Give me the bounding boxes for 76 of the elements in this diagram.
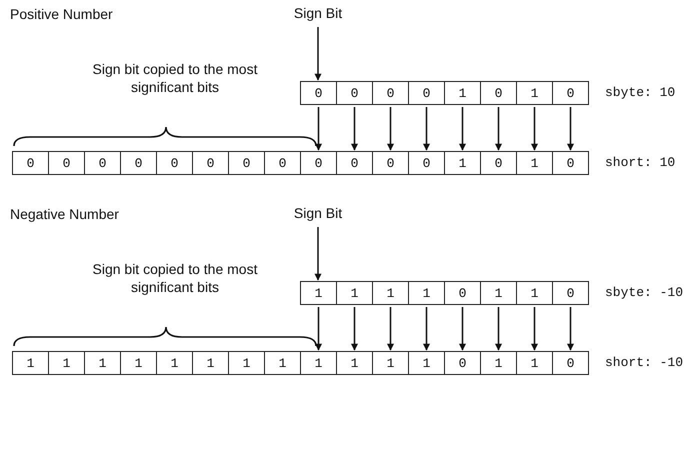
bit-cell: 1 bbox=[156, 351, 193, 375]
type-label: short: 10 bbox=[605, 155, 676, 172]
bit-cell: 0 bbox=[552, 281, 589, 305]
bit-cell: 0 bbox=[264, 151, 301, 175]
bit-cell: 0 bbox=[120, 151, 157, 175]
arrow bbox=[567, 307, 574, 351]
bit-cell: 0 bbox=[372, 151, 409, 175]
arrow bbox=[351, 307, 358, 351]
bit-cell: 1 bbox=[516, 351, 553, 375]
bit-cell: 1 bbox=[480, 281, 517, 305]
arrow bbox=[495, 307, 502, 351]
bit-cell: 1 bbox=[336, 351, 373, 375]
bit-cell: 0 bbox=[408, 81, 445, 105]
bit-cell: 1 bbox=[48, 351, 85, 375]
bit-cell: 0 bbox=[444, 281, 481, 305]
bit-cell: 1 bbox=[228, 351, 265, 375]
brace-note: Sign bit copied to the most significant bits bbox=[92, 260, 258, 296]
bit-cell: 0 bbox=[480, 151, 517, 175]
bit-cell: 1 bbox=[408, 351, 445, 375]
bit-cell: 0 bbox=[336, 151, 373, 175]
bit-cell: 1 bbox=[444, 81, 481, 105]
bit-cell: 1 bbox=[372, 351, 409, 375]
arrow bbox=[387, 307, 394, 351]
bit-cell: 0 bbox=[552, 151, 589, 175]
bit-cell: 0 bbox=[480, 81, 517, 105]
bit-cell: 1 bbox=[516, 151, 553, 175]
bit-cell: 0 bbox=[300, 81, 337, 105]
bit-cell: 1 bbox=[516, 281, 553, 305]
bit-cell: 0 bbox=[444, 351, 481, 375]
bit-cell: 0 bbox=[408, 151, 445, 175]
bit-cell: 1 bbox=[372, 281, 409, 305]
section-heading: Positive Number bbox=[10, 5, 114, 24]
arrow bbox=[423, 307, 430, 351]
bit-cell: 0 bbox=[300, 151, 337, 175]
arrow bbox=[531, 307, 538, 351]
bit-cell: 1 bbox=[192, 351, 229, 375]
brace-note: Sign bit copied to the most significant bits bbox=[92, 60, 258, 96]
type-label: short: -10 bbox=[605, 355, 684, 372]
bit-cell: 0 bbox=[84, 151, 121, 175]
bit-cell: 0 bbox=[192, 151, 229, 175]
bit-cell: 0 bbox=[552, 81, 589, 105]
bit-cell: 1 bbox=[300, 281, 337, 305]
type-label: sbyte: 10 bbox=[605, 85, 676, 102]
bit-cell: 0 bbox=[12, 151, 49, 175]
arrow bbox=[495, 107, 502, 151]
arrow bbox=[351, 107, 358, 151]
bit-cell: 1 bbox=[300, 351, 337, 375]
bit-cell: 1 bbox=[516, 81, 553, 105]
bit-cell: 1 bbox=[480, 351, 517, 375]
bit-cell: 0 bbox=[228, 151, 265, 175]
sign-bit-label: Sign Bit bbox=[288, 205, 348, 225]
arrow bbox=[314, 227, 322, 281]
arrow bbox=[314, 27, 322, 81]
section-heading: Negative Number bbox=[10, 205, 120, 224]
bit-cell: 0 bbox=[336, 81, 373, 105]
arrow bbox=[567, 107, 574, 151]
bit-cell: 0 bbox=[552, 351, 589, 375]
bit-cell: 1 bbox=[408, 281, 445, 305]
bit-cell: 0 bbox=[372, 81, 409, 105]
sign-bit-label: Sign Bit bbox=[288, 5, 348, 25]
bit-cell: 1 bbox=[120, 351, 157, 375]
bit-cell: 0 bbox=[156, 151, 193, 175]
bit-cell: 1 bbox=[12, 351, 49, 375]
arrow bbox=[315, 307, 322, 351]
arrow bbox=[531, 107, 538, 151]
bit-cell: 1 bbox=[336, 281, 373, 305]
arrow bbox=[387, 107, 394, 151]
bit-cell: 1 bbox=[84, 351, 121, 375]
arrow bbox=[423, 107, 430, 151]
bit-cell: 0 bbox=[48, 151, 85, 175]
arrow bbox=[315, 107, 322, 151]
arrow bbox=[459, 107, 466, 151]
arrow bbox=[459, 307, 466, 351]
bit-cell: 1 bbox=[264, 351, 301, 375]
bit-cell: 1 bbox=[444, 151, 481, 175]
type-label: sbyte: -10 bbox=[605, 285, 684, 302]
